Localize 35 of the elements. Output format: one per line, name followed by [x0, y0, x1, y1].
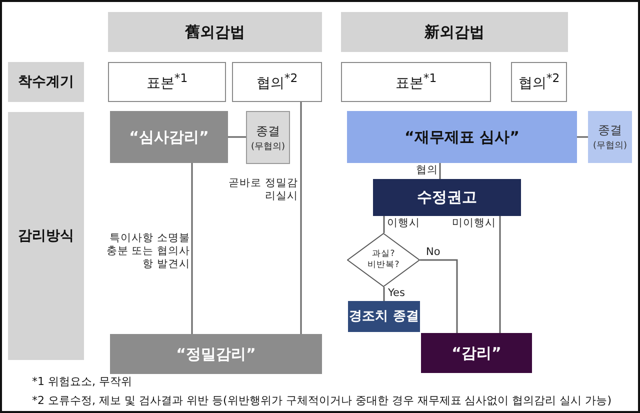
connector-line [383, 216, 385, 233]
process-box: “정밀감리” [110, 334, 322, 374]
column-header: 新외감법 [341, 12, 568, 52]
connector-line [383, 287, 385, 301]
process-box: “감리” [421, 333, 532, 373]
footnote: *1 위험요소, 무작위 [32, 374, 132, 389]
edge-label: 협의 [415, 164, 438, 177]
end-box: 종결 (무협의) [588, 111, 632, 163]
table-cell: 협의$^{*2}$ [232, 62, 322, 102]
connector-line [499, 216, 501, 333]
table-cell: 협의$^{*2}$ [511, 62, 567, 102]
process-box: “재무제표 심사” [347, 111, 577, 163]
edge-label: 미이행시 [452, 217, 497, 230]
column-header: 舊외감법 [108, 12, 322, 52]
process-box: 수정권고 [373, 179, 521, 216]
connector-line [228, 136, 246, 138]
end-box: 경조치 종결 [348, 301, 420, 332]
decision-diamond: 과실? 비반복? [347, 233, 420, 287]
edge-label: No [426, 246, 442, 259]
table-cell: 표본$^{*1}$ [341, 62, 491, 102]
edge-label: 이행시 [387, 217, 421, 230]
table-cell: 표본$^{*1}$ [108, 62, 226, 102]
connector-line [191, 163, 193, 334]
edge-label: 특이사항 소명불충분 또는 협의사항 발견시 [105, 232, 190, 271]
connector-line [577, 136, 588, 138]
connector-line [300, 102, 302, 334]
footnote: *2 오류수정, 제보 및 검사결과 위반 등(위반행위가 구체적이거나 중대한 경우 재무제표 심사없이 협의감리 실시 가능) [32, 393, 612, 408]
end-box: 종결 (무협의) [246, 111, 290, 164]
row-header: 감리방식 [8, 112, 84, 360]
edge-label: Yes [388, 287, 406, 300]
connector-line [439, 163, 441, 179]
connector-line [420, 259, 458, 333]
row-header: 착수계기 [8, 62, 84, 102]
edge-label: 곧바로 정밀감리실시 [228, 177, 298, 203]
process-box: “심사감리” [110, 111, 228, 163]
